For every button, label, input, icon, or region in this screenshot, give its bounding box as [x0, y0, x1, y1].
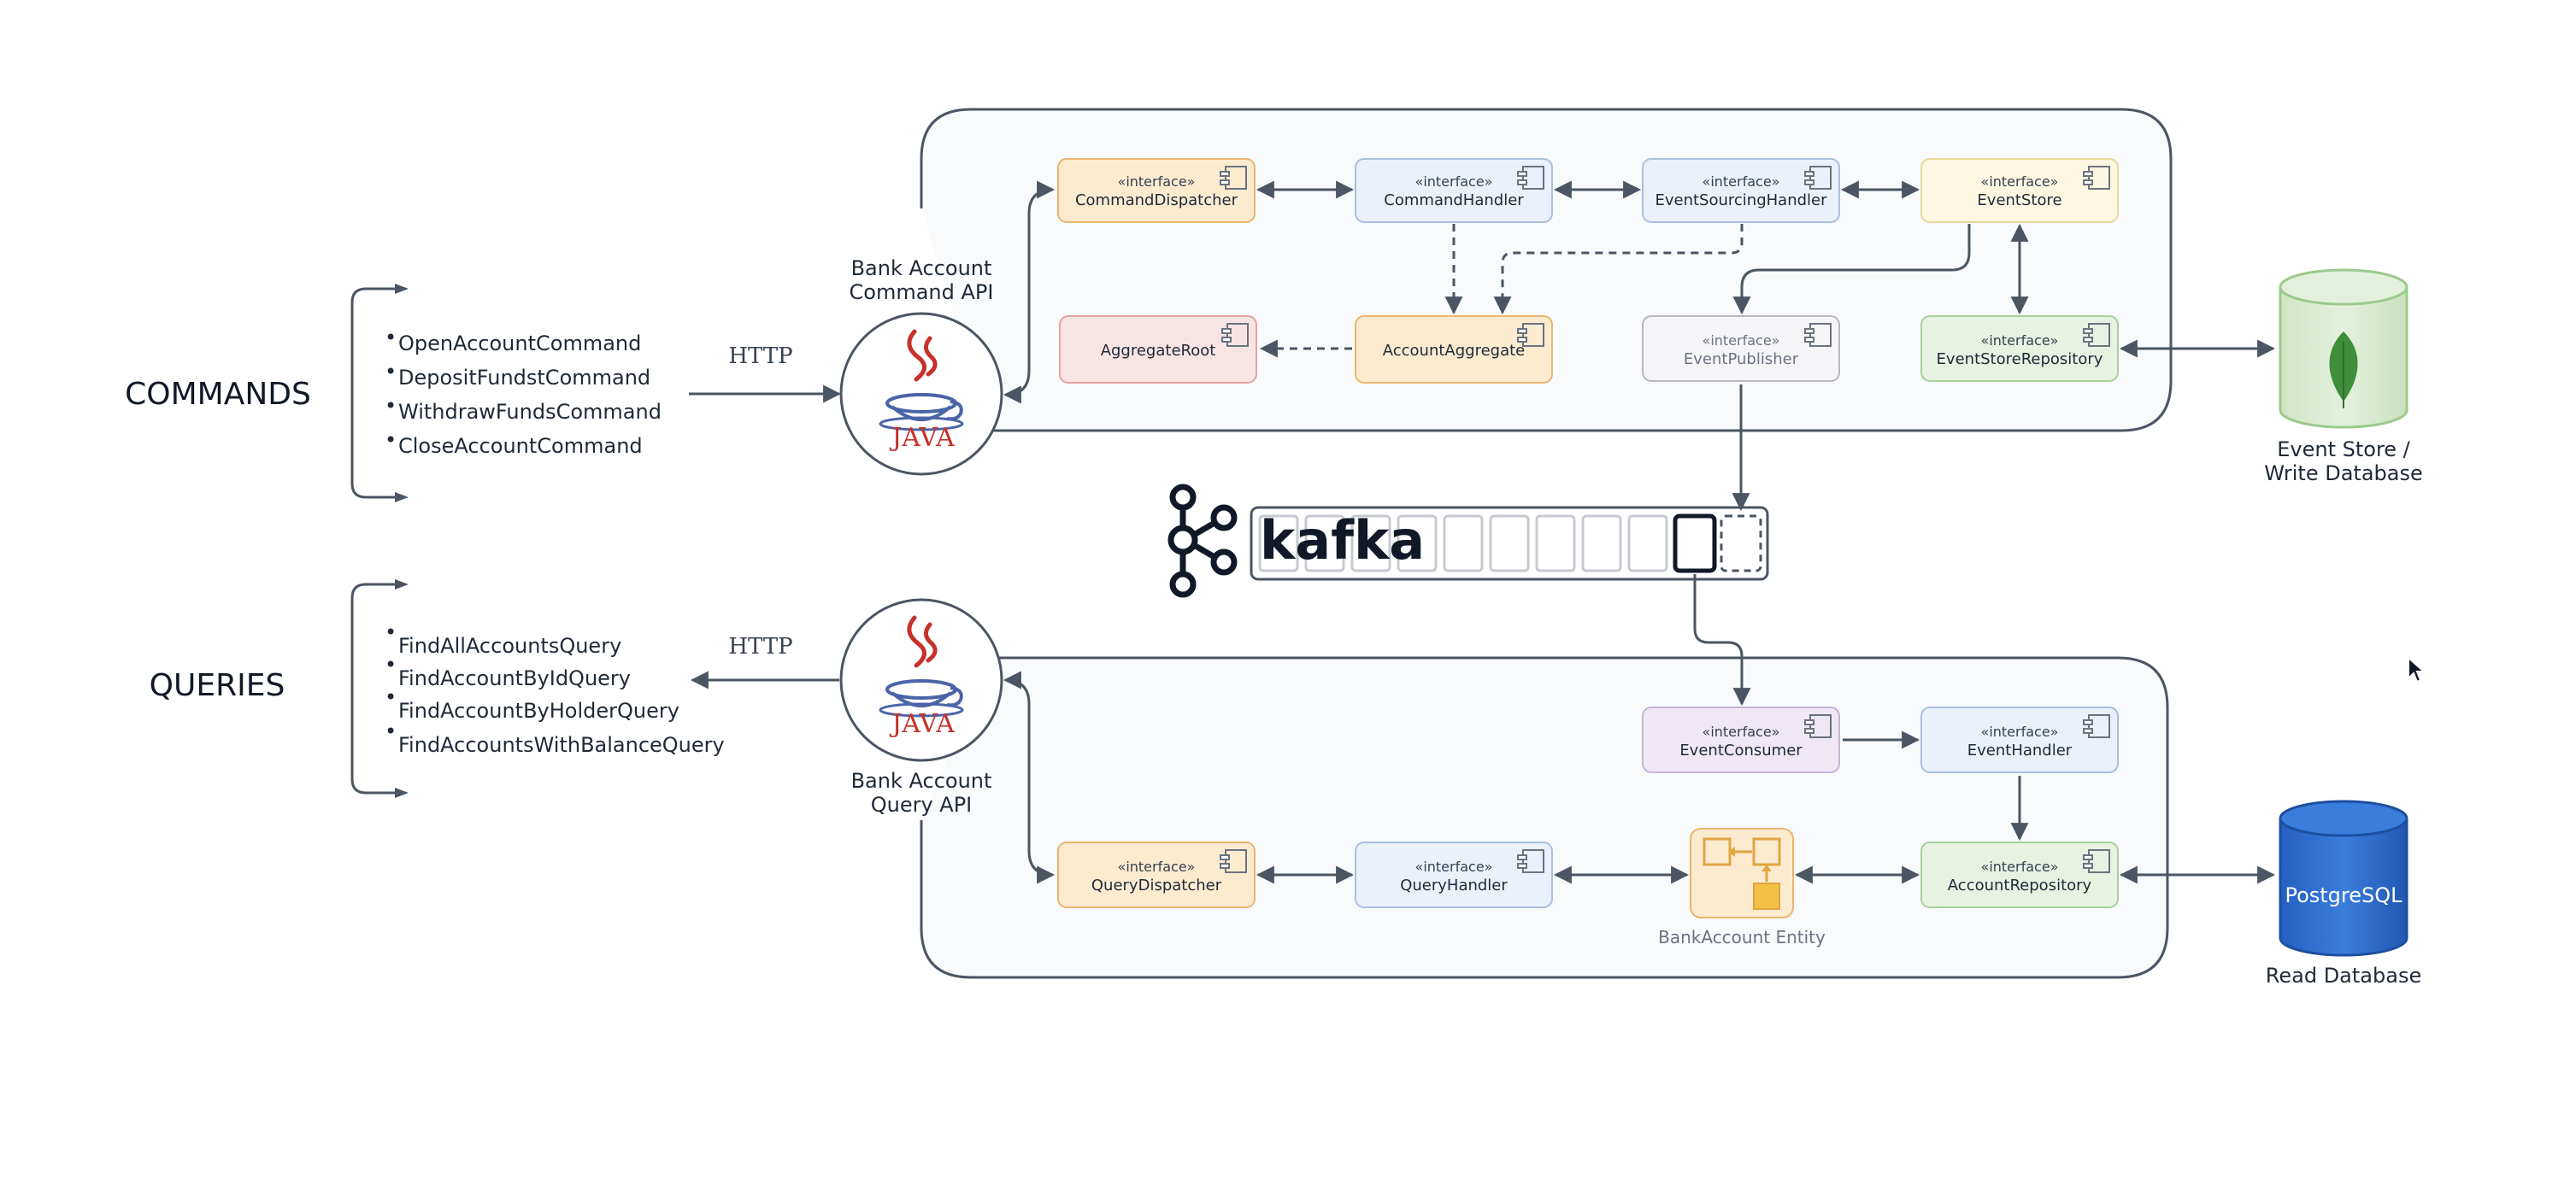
svg-text:EventSourcingHandler: EventSourcingHandler: [1655, 191, 1827, 209]
svg-text:EventStoreRepository: EventStoreRepository: [1937, 350, 2103, 368]
svg-text:EventHandler: EventHandler: [1967, 742, 2073, 760]
svg-text:•: •: [385, 428, 397, 452]
query-item: FindAccountByIdQuery: [398, 666, 631, 690]
svg-text:QueryHandler: QueryHandler: [1400, 877, 1508, 895]
bank-account-entity-icon: [1690, 828, 1794, 918]
commands-section-title: COMMANDS: [125, 377, 311, 412]
svg-text:•: •: [385, 394, 397, 418]
svg-text:«interface»: «interface»: [1981, 859, 2059, 875]
component-icon: [1517, 166, 1544, 190]
component-icon: [1804, 166, 1832, 190]
kafka-connectors: [1693, 384, 1751, 707]
event-store-component: «interface» EventStore: [1920, 158, 2119, 223]
query-connectors: [1003, 671, 2276, 884]
java-command-logo: JAVA: [839, 312, 1003, 476]
event-consumer-component: «interface» EventConsumer: [1642, 707, 1840, 773]
component-icon: [1221, 323, 1249, 347]
postgresql-label: PostgreSQL: [2285, 883, 2403, 907]
kafka-logo-icon: [1167, 484, 1238, 598]
component-icon: [1804, 323, 1832, 347]
event-handler-component: «interface» EventHandler: [1920, 707, 2119, 773]
bank-account-entity-label: BankAccount Entity: [1658, 927, 1826, 947]
mongodb-write-database-icon: [2279, 268, 2408, 429]
component-icon: [1517, 323, 1544, 347]
svg-text:«interface»: «interface»: [1981, 724, 2059, 740]
command-item: CloseAccountCommand: [398, 434, 643, 458]
event-publisher-component: «interface» EventPublisher: [1642, 315, 1840, 382]
svg-text:«interface»: «interface»: [1703, 724, 1780, 740]
java-query-logo: JAVA: [839, 598, 1003, 762]
command-connectors: [1003, 180, 2276, 404]
svg-text:«interface»: «interface»: [1703, 173, 1780, 190]
aggregate-root-component: AggregateRoot: [1059, 315, 1257, 384]
query-item: FindAccountByHolderQuery: [398, 699, 679, 723]
svg-text:QueryDispatcher: QueryDispatcher: [1091, 877, 1222, 895]
event-sourcing-handler-component: «interface» EventSourcingHandler: [1642, 158, 1840, 223]
account-repository-component: «interface» AccountRepository: [1920, 842, 2119, 908]
svg-text:AggregateRoot: AggregateRoot: [1101, 342, 1216, 360]
component-icon: [1517, 849, 1544, 873]
svg-text:CommandDispatcher: CommandDispatcher: [1075, 191, 1238, 209]
svg-text:AccountRepository: AccountRepository: [1948, 877, 2092, 895]
query-item: FindAllAccountsQuery: [398, 634, 621, 658]
component-icon: [2083, 849, 2110, 873]
svg-text:•: •: [385, 360, 397, 384]
mouse-cursor-icon: [2408, 656, 2426, 683]
command-item: OpenAccountCommand: [398, 331, 641, 355]
svg-text:«interface»: «interface»: [1981, 173, 2059, 190]
write-database-caption: Event Store /: [2277, 437, 2410, 461]
kafka-label: kafka: [1260, 509, 1425, 572]
component-icon: [2083, 166, 2110, 190]
query-api-caption: Query API: [871, 793, 973, 817]
svg-text:«interface»: «interface»: [1415, 859, 1493, 875]
component-icon: [2083, 323, 2110, 347]
query-item: FindAccountsWithBalanceQuery: [398, 733, 725, 757]
svg-text:«interface»: «interface»: [1415, 173, 1493, 190]
svg-text:EventConsumer: EventConsumer: [1679, 742, 1803, 760]
svg-text:•: •: [385, 326, 397, 349]
java-label: JAVA: [889, 423, 955, 453]
http-label-commands: HTTP: [728, 343, 792, 369]
postgresql-read-database-icon: PostgreSQL: [2279, 800, 2408, 957]
component-icon: [2083, 714, 2110, 738]
write-database-caption: Write Database: [2264, 461, 2423, 485]
query-dispatcher-component: «interface» QueryDispatcher: [1057, 842, 1256, 908]
account-aggregate-component: AccountAggregate: [1355, 315, 1553, 384]
svg-text:«interface»: «interface»: [1981, 332, 2059, 349]
http-label-queries: HTTP: [728, 634, 792, 660]
command-dispatcher-component: «interface» CommandDispatcher: [1057, 158, 1256, 223]
java-label: JAVA: [889, 709, 955, 739]
event-store-repository-component: «interface» EventStoreRepository: [1920, 315, 2119, 382]
read-database-caption: Read Database: [2266, 964, 2421, 988]
svg-text:EventStore: EventStore: [1977, 191, 2061, 209]
command-api-caption: Bank Account: [851, 256, 992, 280]
component-icon: [1220, 166, 1247, 190]
svg-text:EventPublisher: EventPublisher: [1684, 350, 1799, 368]
command-dashed-connectors: [1259, 224, 1744, 358]
command-item: WithdrawFundsCommand: [398, 400, 662, 424]
svg-text:•: •: [385, 620, 397, 644]
svg-text:•: •: [385, 685, 397, 709]
svg-text:«interface»: «interface»: [1118, 173, 1196, 190]
query-service-frame: [920, 656, 2169, 979]
svg-text:«interface»: «interface»: [1118, 859, 1196, 875]
kafka-topic-queue: kafka: [1250, 506, 1769, 581]
svg-text:CommandHandler: CommandHandler: [1384, 191, 1524, 209]
commands-bracket: [350, 287, 402, 499]
svg-text:•: •: [385, 653, 397, 677]
queries-section-title: QUERIES: [150, 668, 285, 703]
svg-text:AccountAggregate: AccountAggregate: [1383, 342, 1526, 360]
component-icon: [1804, 714, 1832, 738]
query-api-caption: Bank Account: [851, 769, 992, 793]
queries-bracket: [350, 583, 402, 795]
command-api-caption: Command API: [850, 280, 994, 304]
command-item: DepositFundstCommand: [398, 366, 650, 390]
svg-text:•: •: [385, 719, 397, 743]
svg-text:«interface»: «interface»: [1703, 332, 1780, 349]
component-icon: [1220, 849, 1247, 873]
query-handler-component: «interface» QueryHandler: [1355, 842, 1553, 908]
command-handler-component: «interface» CommandHandler: [1355, 158, 1553, 223]
